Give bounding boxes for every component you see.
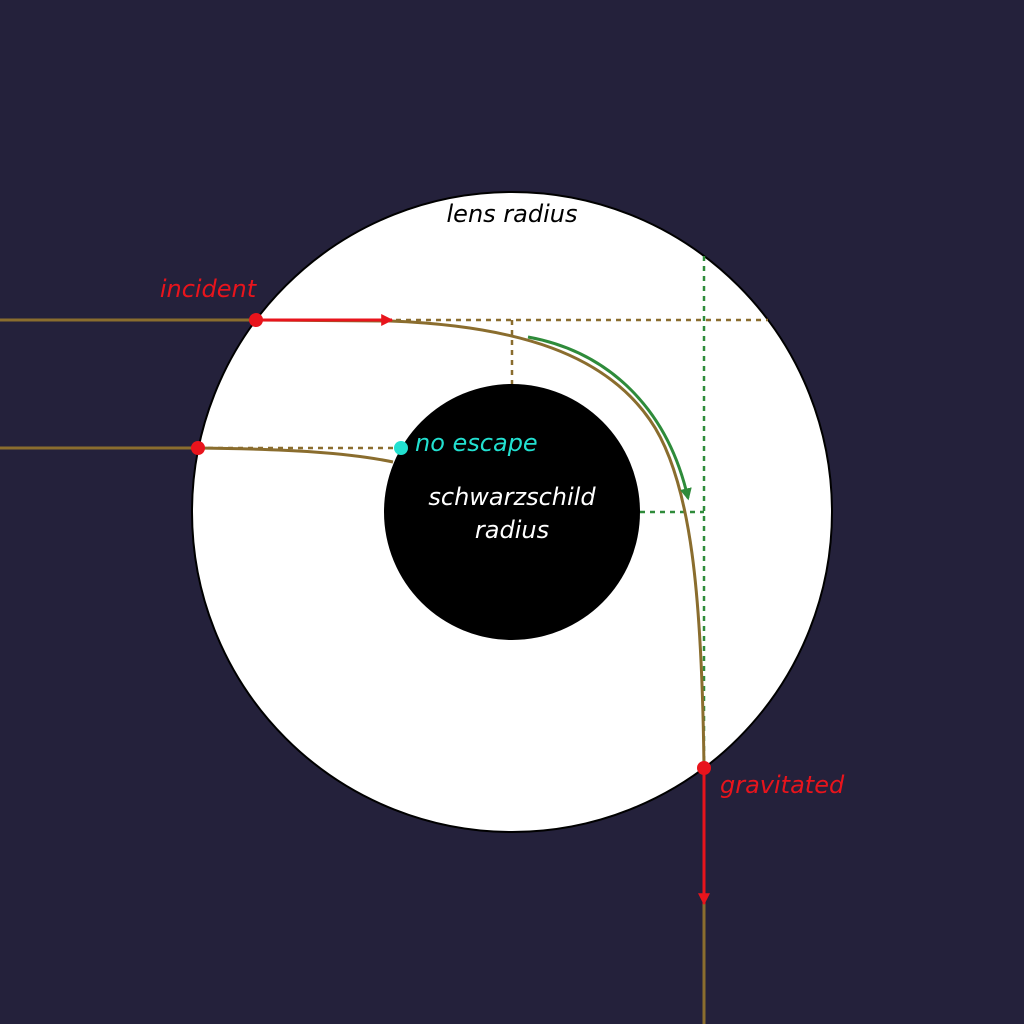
captured-ray-path <box>197 446 394 464</box>
no-escape-label: no escape <box>415 429 538 457</box>
schwarzschild-circle <box>384 384 640 640</box>
schwarzschild-radius-label-line2: radius <box>475 516 549 544</box>
gravitated-point-marker <box>697 761 711 775</box>
deflection-arrow <box>527 335 692 501</box>
deflected-ray-path <box>255 318 706 769</box>
schwarzschild-radius-label-line1: schwarzschild <box>428 483 596 511</box>
incident-point-marker <box>249 313 263 327</box>
incident-label: incident <box>160 275 258 303</box>
lens-radius-label: lens radius <box>447 200 578 228</box>
no-escape-marker <box>394 441 408 455</box>
capture-entry-marker <box>191 441 205 455</box>
gravitated-label: gravitated <box>720 771 845 799</box>
